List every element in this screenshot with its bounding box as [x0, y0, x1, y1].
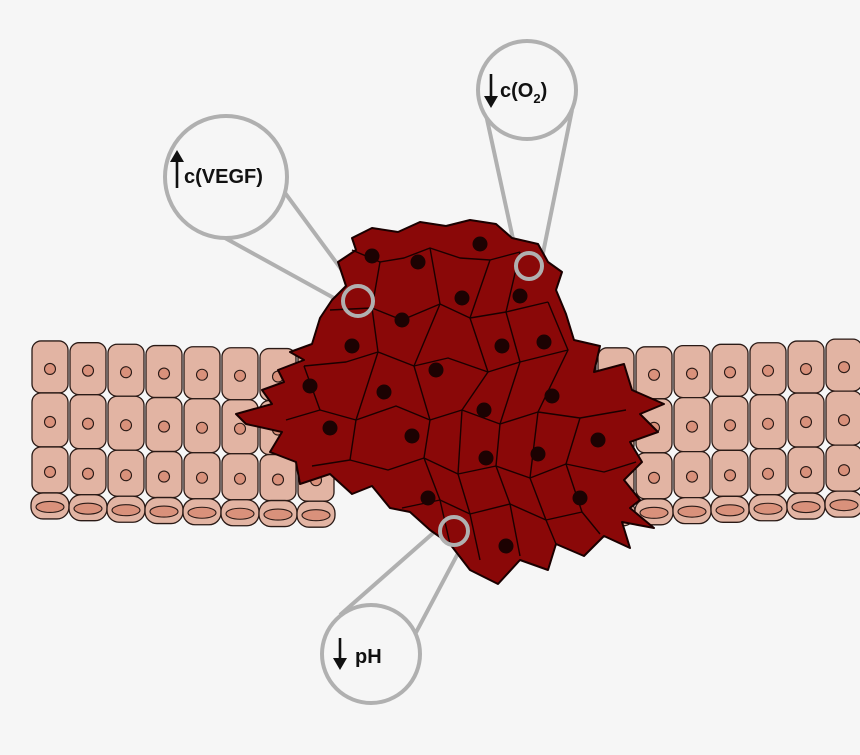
normal-nucleus [157, 470, 171, 483]
tumor-nucleus [394, 312, 410, 328]
normal-nucleus [271, 473, 285, 486]
basal-nucleus [791, 500, 821, 514]
up-arrow-icon [170, 150, 184, 188]
tumor-nucleus [472, 236, 488, 252]
ph-callout: pH [320, 515, 470, 705]
basal-nucleus [111, 504, 141, 517]
tumor-nucleus [478, 450, 494, 466]
oxygen-label-subscript: 2 [533, 91, 540, 106]
tumor-nucleus [344, 338, 360, 354]
tumor-nucleus [428, 362, 444, 378]
ph-label: pH [355, 646, 382, 668]
normal-nucleus [233, 422, 247, 435]
normal-nucleus [195, 368, 209, 381]
basal-nucleus [225, 507, 255, 520]
normal-nucleus [685, 367, 699, 380]
oxygen-focus-ring [514, 251, 544, 281]
oxygen-label-suffix: ) [541, 80, 548, 102]
normal-nucleus [685, 420, 699, 433]
vegf-callout: c(VEGF) [163, 114, 375, 318]
normal-nucleus [233, 369, 247, 382]
tumor-nucleus [404, 428, 420, 444]
normal-nucleus [837, 464, 851, 477]
basal-nucleus [829, 499, 859, 512]
tumor-nucleus [302, 378, 318, 394]
vegf-focus-ring [341, 284, 375, 318]
oxygen-connector-right [538, 109, 574, 269]
normal-nucleus [761, 417, 775, 430]
normal-nucleus [647, 368, 661, 381]
normal-nucleus [157, 367, 171, 380]
tumor-nucleus [572, 490, 588, 506]
tumor-nucleus [536, 334, 552, 350]
tumor-nucleus [498, 538, 514, 554]
basal-nucleus [73, 502, 103, 515]
basal-nucleus [677, 505, 707, 518]
basal-nucleus [187, 506, 217, 519]
normal-nucleus [685, 470, 699, 483]
tumor-nucleus [322, 420, 338, 436]
tumor-nucleus [454, 290, 470, 306]
tumor-nucleus [544, 388, 560, 404]
basal-nucleus [639, 506, 669, 519]
ph-connector-left [338, 518, 450, 617]
normal-nucleus [43, 415, 57, 429]
normal-nucleus [837, 361, 851, 374]
basal-nucleus [263, 508, 293, 521]
tumor-nucleus [410, 254, 426, 270]
normal-nucleus [157, 420, 171, 433]
normal-nucleus [837, 414, 851, 427]
normal-nucleus [195, 471, 209, 484]
basal-nucleus [753, 502, 783, 515]
normal-nucleus [799, 415, 813, 429]
normal-nucleus [723, 419, 737, 432]
ph-magnifier-circle [320, 603, 422, 705]
basal-nucleus [149, 505, 179, 518]
normal-nucleus [195, 421, 209, 434]
basal-nucleus [301, 509, 331, 522]
oxygen-label-prefix: c(O [500, 80, 533, 102]
tumor-nucleus [364, 248, 380, 264]
basal-nucleus [715, 504, 745, 517]
normal-nucleus [119, 419, 133, 432]
tumor-nucleus [376, 384, 392, 400]
tumor-nucleus [494, 338, 510, 354]
normal-nucleus [761, 364, 775, 377]
ph-focus-ring [438, 515, 470, 547]
tumor-nuclei [302, 236, 606, 554]
oxygen-magnifier-circle [476, 39, 578, 141]
normal-nucleus [799, 362, 813, 376]
normal-nucleus [233, 472, 247, 485]
oxygen-connector-left [483, 109, 520, 263]
normal-nucleus [647, 471, 661, 484]
tumor-nucleus [476, 402, 492, 418]
normal-nucleus [43, 362, 57, 376]
normal-nucleus [119, 366, 133, 379]
tumor-nucleus [512, 288, 528, 304]
normal-nucleus [799, 465, 813, 479]
normal-nucleus [81, 417, 95, 430]
normal-nucleus [723, 469, 737, 482]
normal-nucleus [81, 467, 95, 480]
tumor-nucleus [590, 432, 606, 448]
basal-nucleus [35, 500, 65, 514]
tumor-nucleus [530, 446, 546, 462]
ph-connector-right [410, 541, 466, 641]
normal-nucleus [723, 366, 737, 379]
normal-nucleus [761, 467, 775, 480]
vegf-connector-lower [224, 236, 353, 310]
vegf-magnifier-circle [163, 114, 289, 240]
normal-nucleus [119, 469, 133, 482]
tumor-nucleus [420, 490, 436, 506]
down-arrow-icon [484, 74, 498, 108]
normal-nucleus [43, 465, 57, 479]
oxygen-callout: c(O2) [476, 39, 578, 281]
oxygen-label: c(O2) [500, 80, 547, 106]
tumor-outline [235, 219, 665, 585]
normal-nucleus [81, 364, 95, 377]
down-arrow-icon [333, 638, 347, 670]
vegf-label: c(VEGF) [184, 166, 263, 188]
